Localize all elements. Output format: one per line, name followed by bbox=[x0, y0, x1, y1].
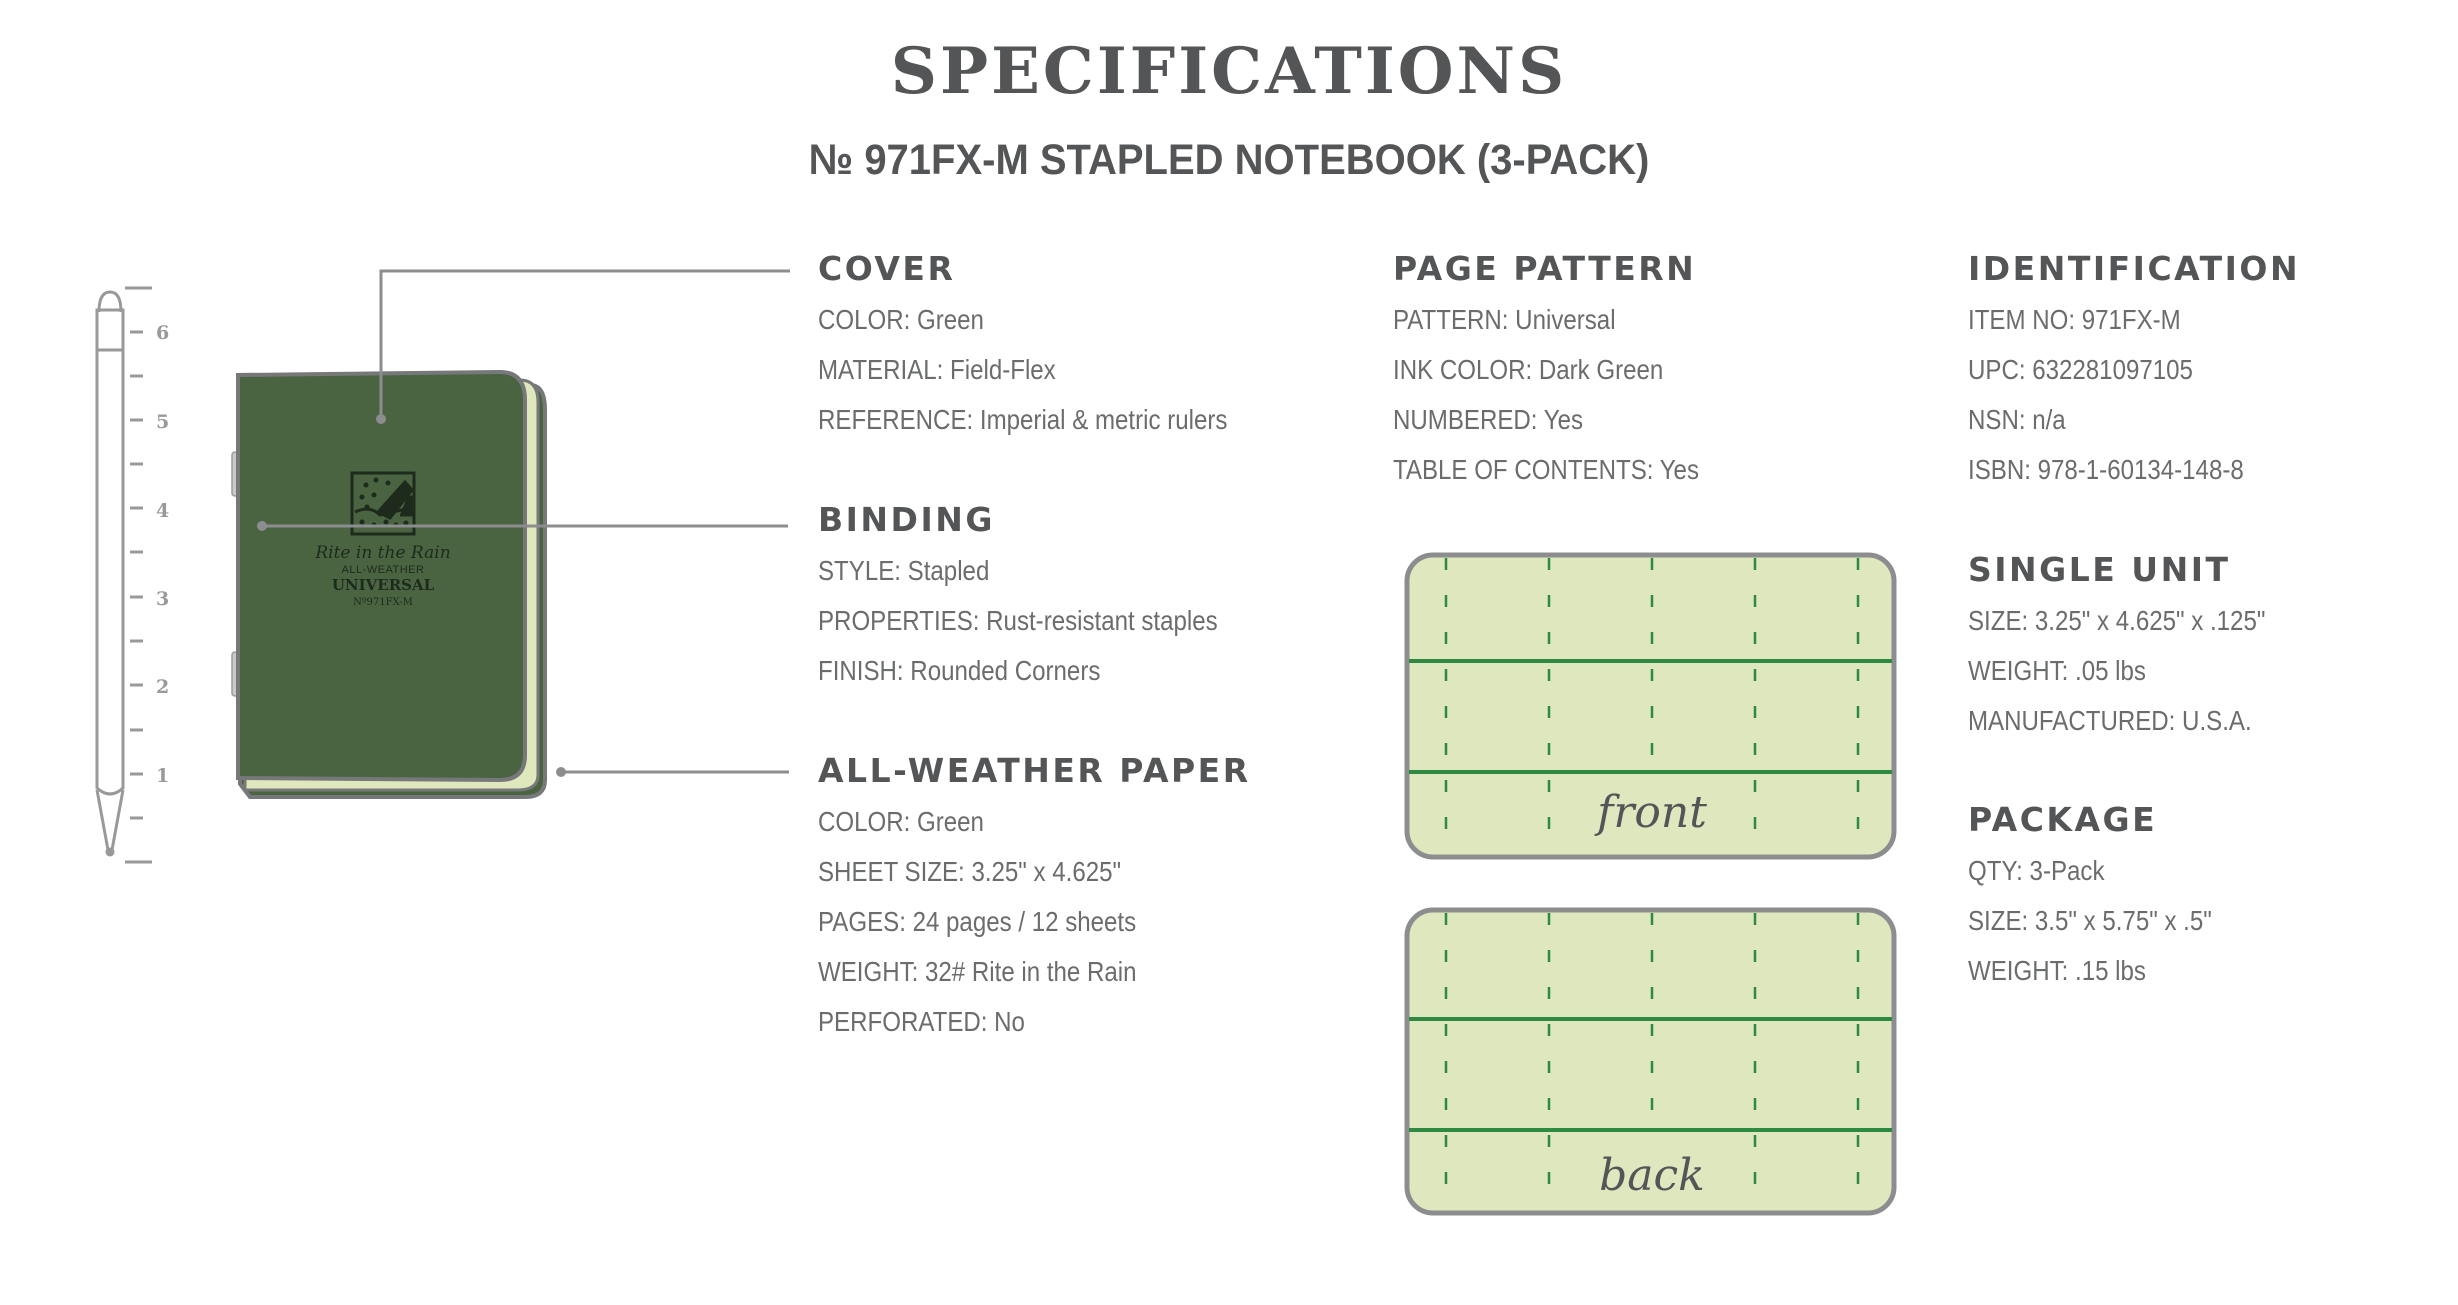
spec-row: PROPERTIES: Rust-resistant staples bbox=[818, 605, 1218, 636]
spec-row: COLOR: Green bbox=[818, 304, 984, 335]
spec-row: MATERIAL: Field-Flex bbox=[818, 354, 1056, 385]
section-identification: IDENTIFICATION ITEM NO: 971FX-M UPC: 632… bbox=[1968, 249, 2300, 495]
spec-row: NUMBERED: Yes bbox=[1393, 404, 1584, 435]
spec-row: TABLE OF CONTENTS: Yes bbox=[1393, 454, 1699, 485]
section-cover: COVER COLOR: Green MATERIAL: Field-Flex … bbox=[818, 249, 1294, 445]
spec-row: QTY: 3-Pack bbox=[1968, 855, 2105, 886]
spec-row: STYLE: Stapled bbox=[818, 555, 990, 586]
svg-text:3: 3 bbox=[156, 588, 169, 610]
section-page-pattern: PAGE PATTERN PATTERN: Universal INK COLO… bbox=[1393, 249, 1749, 495]
paper-callout-dot bbox=[556, 767, 566, 777]
page-back: back bbox=[1404, 907, 1897, 1216]
svg-text:6: 6 bbox=[156, 322, 169, 344]
svg-text:back: back bbox=[1599, 1150, 1705, 1201]
section-heading: SINGLE UNIT bbox=[1968, 550, 2231, 589]
spec-row: PAGES: 24 pages / 12 sheets bbox=[818, 906, 1137, 937]
page-pattern-illustration: front back bbox=[1404, 552, 1897, 1216]
pencil-icon bbox=[95, 290, 125, 857]
binding-callout-dot bbox=[257, 521, 267, 531]
spec-row: WEIGHT: 32# Rite in the Rain bbox=[818, 956, 1137, 987]
page-title: SPECIFICATIONS bbox=[890, 34, 1568, 109]
spec-row: PATTERN: Universal bbox=[1393, 304, 1616, 335]
section-package: PACKAGE QTY: 3-Pack SIZE: 3.5" x 5.75" x… bbox=[1968, 800, 2252, 996]
section-heading: IDENTIFICATION bbox=[1968, 249, 2301, 288]
notebook-illustration: 6 5 4 3 2 1 Rite in the Rain ALL-WEATHER… bbox=[95, 269, 790, 864]
spec-row: UPC: 632281097105 bbox=[1968, 354, 2193, 385]
notebook-icon: Rite in the Rain ALL-WEATHER UNIVERSAL N… bbox=[231, 369, 547, 799]
spec-row: WEIGHT: .05 lbs bbox=[1968, 655, 2146, 686]
spec-row: COLOR: Green bbox=[818, 806, 984, 837]
cover-callout-dot bbox=[376, 414, 386, 424]
svg-text:UNIVERSAL: UNIVERSAL bbox=[332, 576, 435, 594]
svg-text:ALL-WEATHER: ALL-WEATHER bbox=[342, 564, 425, 576]
spec-row: NSN: n/a bbox=[1968, 404, 2066, 435]
section-heading: PACKAGE bbox=[1968, 800, 2158, 839]
section-heading: COVER bbox=[818, 249, 956, 288]
section-single-unit: SINGLE UNIT SIZE: 3.25" x 4.625" x .125"… bbox=[1968, 550, 2314, 746]
spec-row: ITEM NO: 971FX-M bbox=[1968, 304, 2181, 335]
svg-text:2: 2 bbox=[156, 676, 169, 698]
svg-text:Rite in the Rain: Rite in the Rain bbox=[314, 543, 450, 563]
spec-row: REFERENCE: Imperial & metric rulers bbox=[818, 404, 1228, 435]
spec-row: WEIGHT: .15 lbs bbox=[1968, 955, 2146, 986]
spec-row: SHEET SIZE: 3.25" x 4.625" bbox=[818, 856, 1122, 887]
svg-text:Nº971FX-M: Nº971FX-M bbox=[353, 597, 413, 608]
section-heading: BINDING bbox=[818, 500, 995, 539]
spec-row: INK COLOR: Dark Green bbox=[1393, 354, 1664, 385]
ruler bbox=[125, 286, 152, 864]
spec-row: SIZE: 3.25" x 4.625" x .125" bbox=[1968, 605, 2266, 636]
page-subtitle: № 971FX-M STAPLED NOTEBOOK (3-PACK) bbox=[808, 136, 1650, 184]
section-heading: PAGE PATTERN bbox=[1393, 249, 1697, 288]
section-heading: ALL-WEATHER PAPER bbox=[818, 751, 1251, 790]
spec-row: FINISH: Rounded Corners bbox=[818, 655, 1101, 686]
svg-text:4: 4 bbox=[156, 500, 169, 522]
ruler-labels: 6 5 4 3 2 1 bbox=[156, 322, 169, 787]
page-front: front bbox=[1404, 552, 1897, 860]
connector-lines bbox=[262, 269, 790, 774]
section-paper: ALL-WEATHER PAPER COLOR: Green SHEET SIZ… bbox=[818, 751, 1251, 1047]
spec-row: ISBN: 978-1-60134-148-8 bbox=[1968, 454, 2244, 485]
rite-in-the-rain-logo-icon bbox=[350, 471, 416, 536]
svg-text:front: front bbox=[1594, 787, 1707, 838]
svg-text:5: 5 bbox=[156, 411, 169, 433]
spec-row: MANUFACTURED: U.S.A. bbox=[1968, 705, 2252, 736]
svg-text:1: 1 bbox=[156, 765, 169, 787]
spec-row: SIZE: 3.5" x 5.75" x .5" bbox=[1968, 905, 2212, 936]
spec-row: PERFORATED: No bbox=[818, 1006, 1025, 1037]
section-binding: BINDING STYLE: Stapled PROPERTIES: Rust-… bbox=[818, 500, 1283, 696]
raindrops-icon bbox=[359, 477, 409, 528]
